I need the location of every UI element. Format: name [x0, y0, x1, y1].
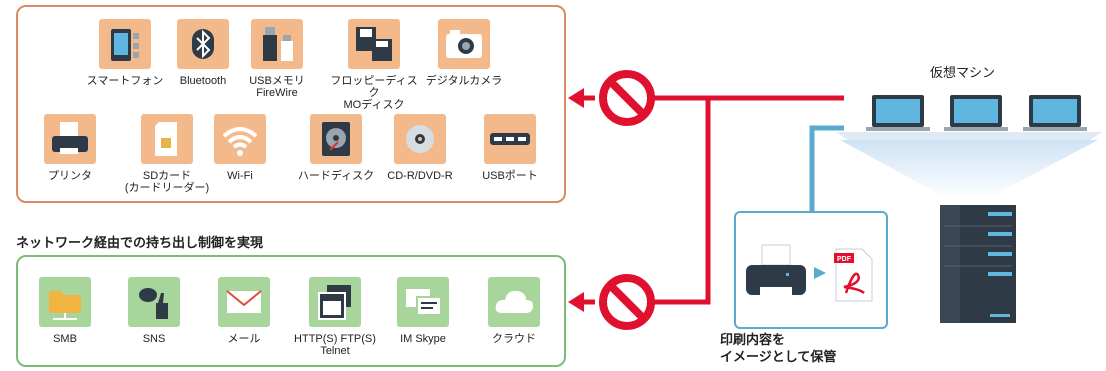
network-smb: SMB	[25, 277, 105, 345]
laptop-icon	[1023, 95, 1087, 131]
device-label: デジタルカメラ	[425, 75, 503, 87]
print-archive-caption: 印刷内容を イメージとして保管	[720, 332, 837, 364]
device-printer: プリンタ	[30, 114, 110, 182]
printer-icon	[746, 244, 806, 295]
network-label: IM Skype	[400, 333, 446, 345]
svg-text:PDF: PDF	[837, 256, 852, 263]
device-label: Bluetooth	[179, 75, 227, 87]
pdf-icon: PDF	[834, 248, 873, 302]
device-usb-memory: USBメモリ FireWire	[237, 19, 317, 99]
smartphone-icon	[99, 19, 151, 69]
chat-icon	[397, 277, 449, 327]
network-label: SMB	[53, 333, 77, 345]
vm-platform	[836, 132, 1102, 140]
vm-beam	[840, 140, 1098, 200]
network-cloud: クラウド	[474, 277, 554, 345]
device-label: スマートフォン	[86, 75, 164, 87]
network-im: IM Skype	[383, 277, 463, 345]
block-arrow-network-head	[568, 292, 584, 312]
network-section-title: ネットワーク経由での持ち出し制御を実現	[16, 235, 264, 250]
network-control-box	[16, 255, 566, 367]
usb-port-icon	[484, 114, 536, 164]
device-camera: デジタルカメラ	[424, 19, 504, 87]
network-label: メール	[227, 333, 261, 345]
print-archive-box: PDF	[734, 211, 888, 329]
cloud-icon	[488, 277, 540, 327]
device-hard-disk: ハードディスク	[291, 114, 381, 182]
device-smartphone: スマートフォン	[85, 19, 165, 87]
device-label: Wi-Fi	[227, 170, 253, 182]
device-bluetooth: Bluetooth	[163, 19, 243, 87]
device-floppy: フロッピーディスク MOディスク	[326, 19, 422, 111]
printer-icon	[44, 114, 96, 164]
camera-icon	[438, 19, 490, 69]
hard-disk-icon	[310, 114, 362, 164]
block-line-network	[620, 95, 844, 305]
usb-memory-icon	[251, 19, 303, 69]
cd-icon	[394, 114, 446, 164]
folder-icon	[39, 277, 91, 327]
server-icon	[940, 205, 1016, 323]
network-http-ftp: HTTP(S) FTP(S) Telnet	[280, 277, 390, 357]
prohibit-icon-device	[599, 70, 655, 126]
print-archive-line	[809, 125, 844, 212]
device-label: USBメモリ FireWire	[249, 75, 305, 99]
wifi-icon	[214, 114, 266, 164]
device-label: SDカード (カードリーダー)	[124, 170, 210, 194]
bird-thumbs-up-icon	[128, 277, 180, 327]
vm-title: 仮想マシン	[930, 65, 996, 80]
device-label: CD-R/DVD-R	[387, 170, 453, 182]
laptop-icon	[866, 95, 930, 131]
network-sns: SNS	[114, 277, 194, 345]
device-label: プリンタ	[48, 170, 92, 182]
device-usb-port: USBポート	[470, 114, 550, 182]
device-label: ハードディスク	[297, 170, 375, 182]
block-arrow-device-head	[568, 88, 584, 108]
network-label: HTTP(S) FTP(S) Telnet	[294, 333, 376, 357]
arrow-icon	[814, 267, 826, 279]
network-mail: メール	[204, 277, 284, 345]
prohibit-icon-network	[599, 274, 655, 330]
network-label: クラウド	[492, 333, 536, 345]
device-cd: CD-R/DVD-R	[380, 114, 460, 182]
device-wifi: Wi-Fi	[200, 114, 280, 182]
device-sd-card: SDカード (カードリーダー)	[112, 114, 222, 194]
network-label: SNS	[142, 333, 166, 345]
device-label: USBポート	[482, 170, 538, 182]
floppy-disk-icon	[348, 19, 400, 69]
bluetooth-icon	[177, 19, 229, 69]
browser-window-icon	[309, 277, 361, 327]
laptop-icon	[944, 95, 1008, 131]
sd-card-icon	[141, 114, 193, 164]
mail-icon	[218, 277, 270, 327]
device-label: フロッピーディスク MOディスク	[330, 75, 418, 111]
